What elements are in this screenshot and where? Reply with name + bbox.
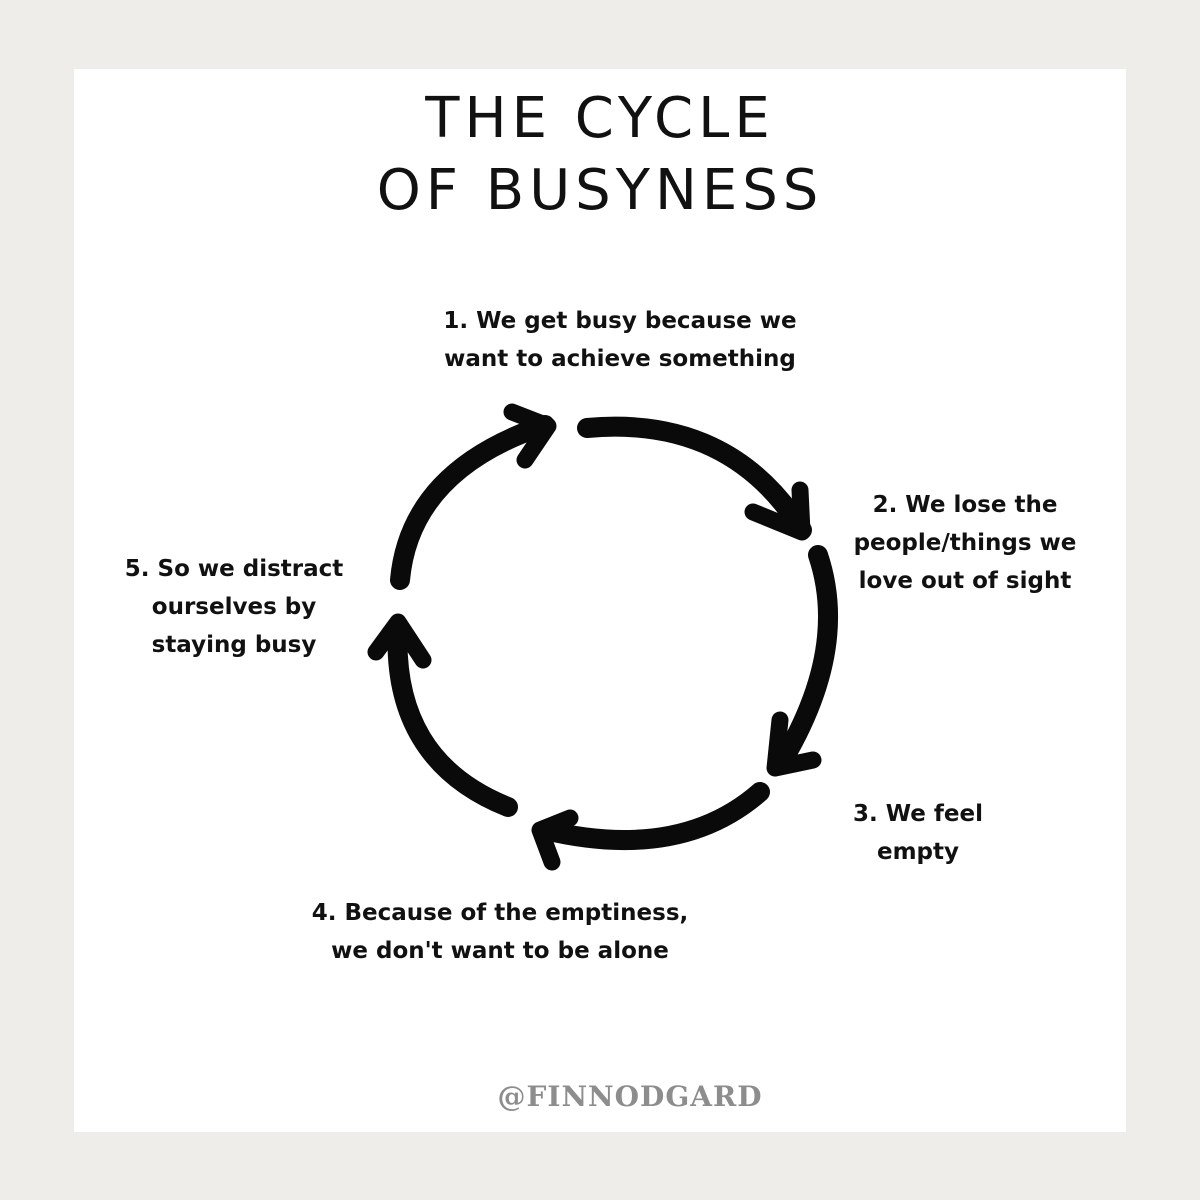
step-1-line-2: want to achieve something — [444, 346, 796, 372]
step-4-line-1: 4. Because of the emptiness, — [311, 900, 689, 926]
step-3-label: 3. We feel empty — [818, 795, 1018, 871]
arrow-4-to-5 — [367, 613, 518, 817]
step-5-line-1: 5. So we distract — [124, 556, 344, 582]
arrow-2-to-3 — [766, 545, 839, 777]
step-2-line-1: 2. We lose the — [872, 492, 1058, 518]
arrow-1-to-2 — [577, 416, 812, 541]
step-3-line-1: 3. We feel — [853, 801, 983, 827]
step-2-line-3: love out of sight — [858, 568, 1072, 594]
step-2-line-2: people/things we — [853, 530, 1077, 556]
arrow-5-to-1 — [390, 403, 557, 590]
step-5-line-3: staying busy — [151, 632, 317, 658]
step-1-line-1: 1. We get busy because we — [443, 308, 797, 334]
step-3-line-2: empty — [876, 839, 960, 865]
author-handle: @FINNODGARD — [497, 1080, 763, 1113]
step-2-label: 2. We lose the people/things we love out… — [830, 486, 1100, 600]
step-1-label: 1. We get busy because we want to achiev… — [420, 302, 820, 378]
step-4-line-2: we don't want to be alone — [331, 938, 669, 964]
step-4-label: 4. Because of the emptiness, we don't wa… — [290, 894, 710, 970]
step-5-line-2: ourselves by — [151, 594, 317, 620]
arrow-3-to-4 — [531, 782, 770, 871]
title-line-1: THE CYCLE — [425, 86, 775, 151]
step-5-label: 5. So we distract ourselves by staying b… — [105, 550, 363, 664]
title-line-2: OF BUSYNESS — [376, 158, 824, 223]
content-card — [74, 69, 1126, 1132]
